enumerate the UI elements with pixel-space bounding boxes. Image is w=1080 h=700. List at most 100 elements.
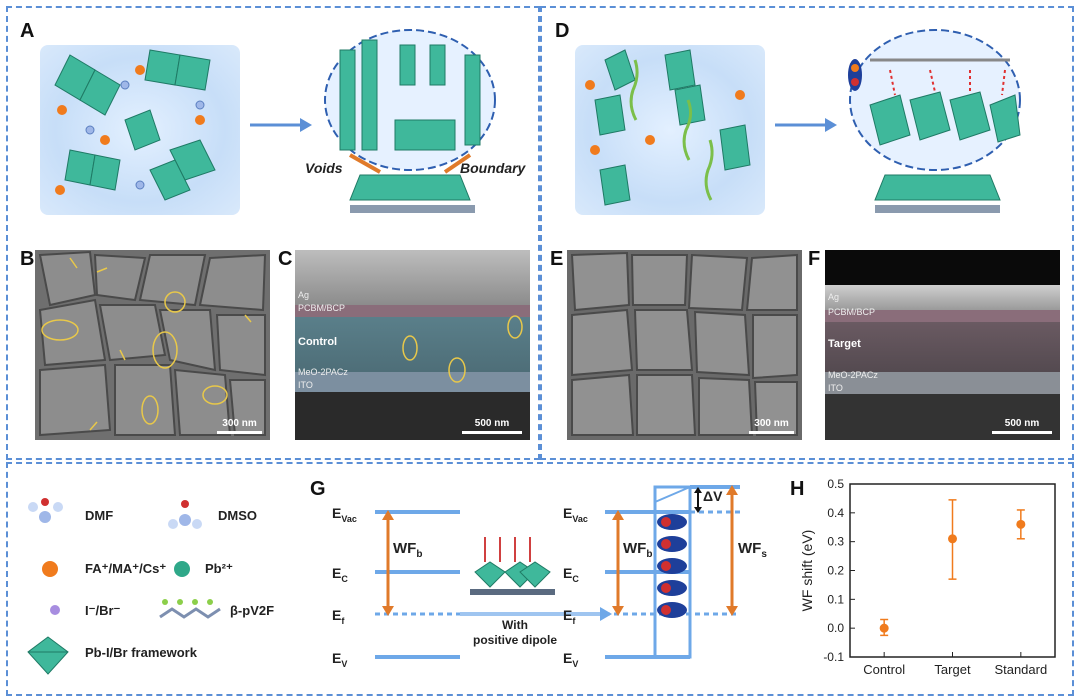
scalebar-e: 300 nm: [749, 418, 794, 434]
panel-label-e: E: [550, 248, 564, 270]
chart-h-xtick-label: Target: [934, 662, 971, 677]
halide-icon: [50, 605, 60, 615]
g-ev-left-sub: V: [341, 658, 348, 669]
g-ef-right-sub: f: [572, 615, 576, 626]
g-evac-left: EVac: [332, 505, 357, 524]
g-with-line2: positive dipole: [472, 633, 557, 647]
g-with-line1: With: [502, 618, 528, 632]
legend-halide: I⁻/Br⁻: [85, 603, 121, 618]
g-evac-right-sub: Vac: [572, 513, 588, 524]
legend-dmso: DMSO: [218, 508, 257, 523]
frame-top-left: [6, 6, 540, 460]
chart-h-xtick-label: Standard: [994, 662, 1047, 677]
scalebar-b-text: 300 nm: [222, 418, 257, 429]
g-ec-left-main: E: [332, 565, 342, 581]
g-ef-left-sub: f: [341, 615, 345, 626]
dmso-icon: [168, 500, 202, 529]
sem-image-f: Ag PCBM/BCP Target MeO-2PACz ITO 500 nm: [825, 250, 1060, 440]
g-ev-left: EV: [332, 650, 347, 669]
g-ev-left-main: E: [332, 650, 342, 666]
g-ef-right-main: E: [563, 607, 573, 623]
g-wfb-left-sub: b: [416, 549, 423, 560]
layer-c-meo: MeO-2PACz: [298, 367, 348, 377]
layer-c-ag: Ag: [298, 290, 310, 300]
legend-cation: FA⁺/MA⁺/Cs⁺: [85, 561, 167, 576]
panel-label-g: G: [310, 478, 326, 500]
g-ef-right: Ef: [563, 607, 575, 626]
g-evac-left-sub: Vac: [341, 513, 357, 524]
precursor-octahedra: [54, 49, 216, 201]
pb-icon: [174, 561, 190, 577]
chart-h-xtick-label: Control: [863, 662, 905, 677]
g-ev-right-main: E: [563, 650, 573, 666]
g-ev-right-sub: V: [572, 658, 579, 669]
panel-label-c: C: [278, 248, 293, 270]
legend-dmf: DMF: [85, 508, 114, 523]
panel-label-h: H: [790, 478, 805, 500]
panel-label-a: A: [20, 20, 35, 42]
layer-f-meo: MeO-2PACz: [828, 370, 878, 380]
layer-f-pcbm: PCBM/BCP: [828, 307, 876, 317]
g-wfs-main: WF: [738, 540, 762, 557]
chart-h-ytick-label: 0.3: [827, 535, 844, 549]
scalebar-f: 500 nm: [992, 418, 1052, 434]
panel-d-illustration: [585, 29, 1021, 213]
legend-pb: Pb²⁺: [205, 561, 233, 576]
energy-diagram: [375, 485, 740, 659]
boundary-label: Boundary: [460, 160, 526, 176]
g-wfb-left-main: WF: [393, 540, 417, 557]
chart-h-ytick-label: 0.0: [827, 621, 844, 635]
chart-h-point: [1016, 519, 1026, 529]
g-wfb-left: WFb: [393, 540, 422, 560]
dipole-deposition-icon: [470, 537, 555, 595]
layer-f-ag: Ag: [828, 292, 840, 302]
legend-framework: Pb-I/Br framework: [85, 645, 197, 660]
chart-h-ytick-label: 0.4: [827, 506, 844, 520]
g-ec-right: EC: [563, 565, 579, 584]
legend-icons: [27, 498, 221, 675]
g-delta-v: ΔV: [703, 488, 723, 504]
g-evac-right: EVac: [563, 505, 588, 524]
g-ec-right-main: E: [563, 565, 573, 581]
voids-label: Voids: [305, 160, 343, 176]
polymer-icon: [159, 599, 221, 619]
chart-h-ylabel: WF shift (eV): [799, 530, 815, 612]
dipole-stack: [657, 514, 687, 618]
sem-image-e: 300 nm: [567, 250, 802, 440]
g-ec-left: EC: [332, 565, 348, 584]
g-ec-right-sub: C: [572, 573, 579, 584]
cation-icon: [42, 561, 58, 577]
layer-c-pcbm: PCBM/BCP: [298, 303, 346, 313]
frame-bottom: [6, 462, 1074, 696]
dmf-icon: [28, 498, 63, 523]
g-ev-right: EV: [563, 650, 578, 669]
g-wfb-right-sub: b: [646, 549, 653, 560]
g-wfb-right-main: WF: [623, 540, 647, 557]
octahedron-icon: [27, 636, 69, 675]
g-wfs: WFs: [738, 540, 767, 560]
chart-h-ytick-label: -0.1: [823, 650, 844, 664]
chart-h-point: [879, 623, 889, 633]
layer-f-ito: ITO: [828, 383, 843, 393]
layer-f-target: Target: [828, 338, 861, 350]
panel-label-f: F: [808, 248, 821, 270]
sem-image-b: 300 nm: [35, 250, 270, 440]
layer-c-control: Control: [298, 336, 338, 348]
g-evac-left-main: E: [332, 505, 342, 521]
chart-h-ytick-label: 0.5: [827, 477, 844, 491]
g-ef-left: Ef: [332, 607, 344, 626]
scalebar-c-text: 500 nm: [474, 418, 510, 429]
scalebar-b: 300 nm: [217, 418, 262, 434]
g-ef-left-main: E: [332, 607, 342, 623]
frame-top-right: [540, 6, 1074, 460]
panel-a-illustration: [54, 29, 496, 213]
layer-c-ito: ITO: [298, 380, 313, 390]
sem-image-c: Ag PCBM/BCP Control MeO-2PACz ITO 500 nm: [295, 250, 530, 440]
g-wfs-sub: s: [761, 549, 767, 560]
g-evac-right-main: E: [563, 505, 573, 521]
chart-h-point: [948, 534, 957, 544]
legend-polymer: β-pV2F: [230, 603, 275, 618]
g-ec-left-sub: C: [341, 573, 348, 584]
scalebar-c: 500 nm: [462, 418, 522, 434]
